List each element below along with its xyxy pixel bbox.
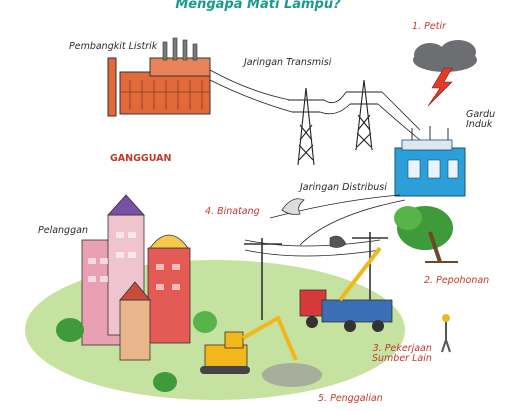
worker-illustration bbox=[441, 314, 451, 353]
cause-trees-label: 2. Pepohonan bbox=[424, 275, 490, 286]
distribution-pole-2 bbox=[352, 232, 388, 300]
cause-excavation-label: 5. Penggalian bbox=[318, 393, 383, 404]
power-plant-label: Pembangkit Listrik bbox=[69, 41, 158, 52]
tree-illustration bbox=[394, 206, 458, 263]
transmission-wires bbox=[209, 69, 421, 141]
excavator-illustration bbox=[200, 315, 322, 387]
crane-truck-illustration bbox=[299, 246, 393, 332]
page-title: Mengapa Mati Lampu? bbox=[175, 0, 341, 12]
distribution-pole-1 bbox=[244, 238, 282, 320]
substation-label: Gardu Induk bbox=[466, 109, 496, 130]
cause-other-work-label: 3. Pekerjaan Sumber Lain bbox=[372, 343, 432, 364]
buildings-illustration bbox=[56, 194, 217, 392]
bird-illustration bbox=[281, 198, 347, 248]
lightning-bolt bbox=[427, 67, 453, 107]
transmission-tower-2 bbox=[346, 79, 382, 151]
substation-illustration bbox=[394, 126, 466, 197]
cause-lightning-label: 1. Petir bbox=[412, 21, 446, 32]
distribution-wires bbox=[244, 194, 406, 257]
transmission-label: Jaringan Transmisi bbox=[244, 57, 332, 68]
customer-label: Pelanggan bbox=[38, 225, 88, 236]
lightning-cloud-illustration bbox=[413, 40, 477, 107]
power-plant-illustration bbox=[107, 37, 211, 117]
distribution-label: Jaringan Distribusi bbox=[300, 182, 387, 193]
cause-animals-label: 4. Binatang bbox=[205, 206, 260, 217]
disturbance-heading: GANGGUAN bbox=[110, 153, 172, 164]
transmission-tower-1 bbox=[288, 87, 324, 166]
